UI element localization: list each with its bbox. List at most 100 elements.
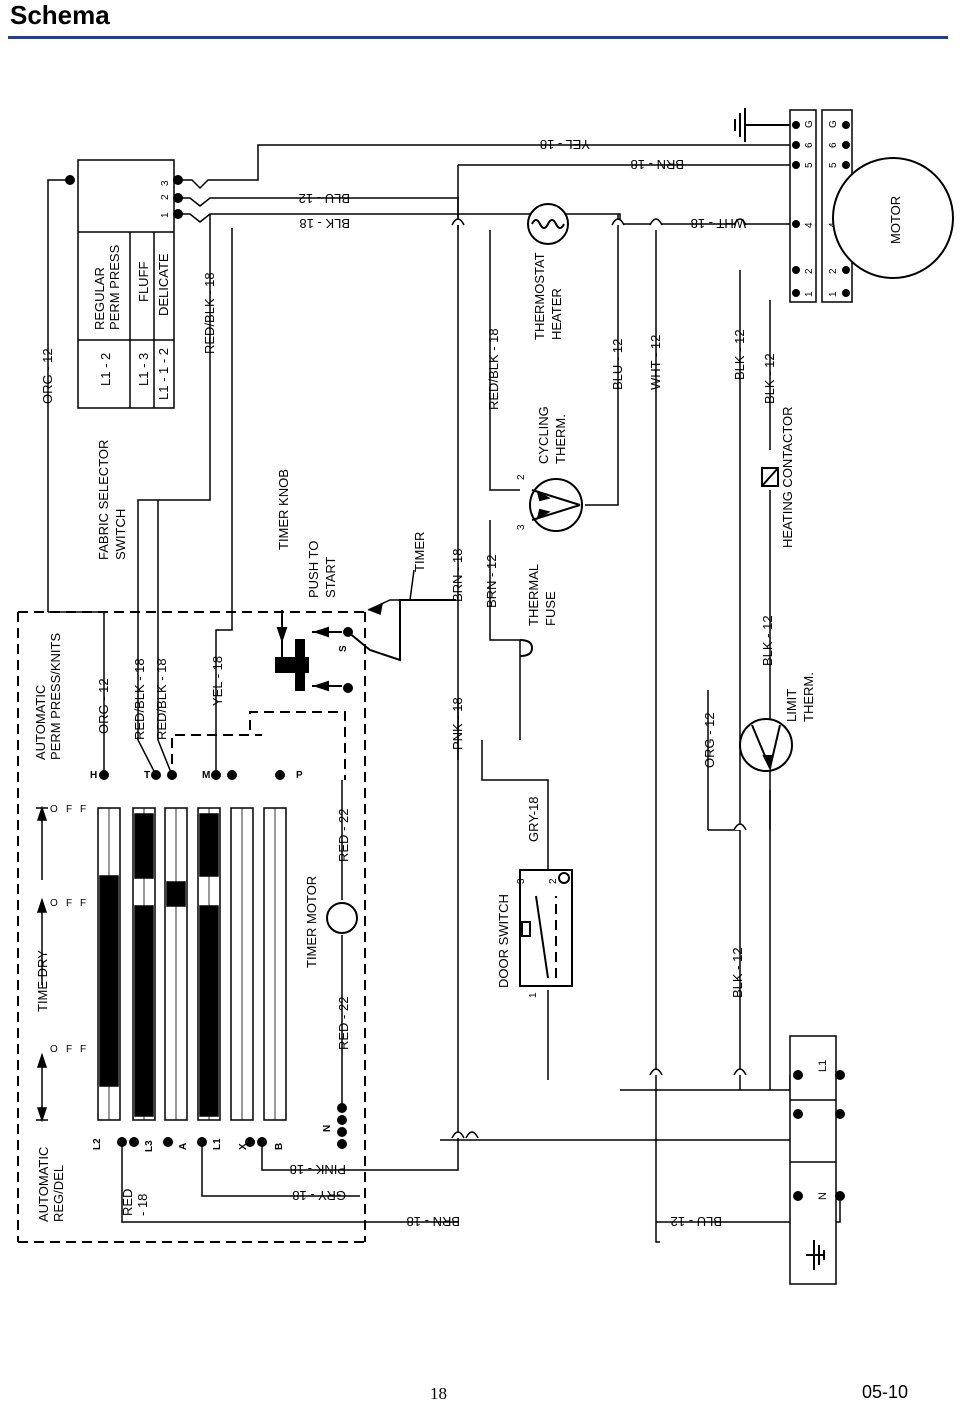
- svg-text:G: G: [804, 120, 815, 128]
- svg-text:T: T: [144, 770, 150, 781]
- wire-yel18: YEL - 18: [210, 656, 225, 706]
- heating-contactor-symbol: [761, 467, 779, 487]
- fabric-selector-terminals: 1 2 3: [160, 180, 171, 218]
- wire-org12-right: ORG - 12: [702, 712, 717, 768]
- svg-text:1: 1: [804, 291, 815, 297]
- wire-gry18-bottom: GRY - 18: [292, 1188, 346, 1203]
- crossovers: [451, 218, 747, 1139]
- wire-red-blk18-b: RED/BLK - 18: [154, 658, 169, 740]
- svg-text:2: 2: [160, 194, 171, 200]
- svg-text:P: P: [296, 770, 303, 781]
- svg-text:2: 2: [828, 268, 839, 274]
- door-switch-label: DOOR SWITCH: [496, 894, 511, 988]
- svg-text:6: 6: [828, 142, 839, 148]
- page-title: Schema: [10, 0, 110, 30]
- svg-text:F: F: [66, 1044, 72, 1055]
- svg-text:L1: L1: [212, 1138, 223, 1150]
- wire-blu12-mid: BLU - 12: [610, 339, 625, 390]
- wire-blk12-c: BLK - 12: [760, 615, 775, 666]
- wire-labels: ORG - 12 YEL - 18 BRN - 18 BLU - 12 BLK …: [40, 137, 777, 1229]
- wire-org12: ORG - 12: [40, 348, 55, 404]
- svg-text:6: 6: [804, 142, 815, 148]
- wire-org12-left: ORG - 12: [96, 678, 111, 734]
- auto-reg-label: AUTOMATICREG/DEL: [36, 1147, 66, 1222]
- svg-text:F: F: [80, 1044, 86, 1055]
- svg-text:DELICATE: DELICATE: [156, 253, 171, 316]
- ground-bottom-icon: [806, 1240, 825, 1270]
- page-number: 18: [430, 1384, 447, 1403]
- svg-text:L1 - 2: L1 - 2: [98, 353, 113, 386]
- svg-text:L3: L3: [144, 1140, 155, 1152]
- motor-terminal-labels: G 6 5 4 2 1 G 6 5 4 2 1: [804, 120, 839, 297]
- svg-text:2: 2: [804, 268, 815, 274]
- timer-cam-chart: [97, 807, 287, 1121]
- svg-text:O: O: [50, 804, 58, 815]
- wire-wht18: WHT - 18: [691, 216, 746, 231]
- fabric-selector-rows: L1 - 2 REGULARPERM PRESS L1 - 3 FLUFF L1…: [92, 244, 171, 400]
- svg-text:1: 1: [528, 992, 539, 998]
- document-code: 05-10: [862, 1382, 909, 1402]
- timer-terminals-top: H T M P: [90, 770, 303, 781]
- wire-yel18-top: YEL - 18: [540, 137, 590, 152]
- svg-text:5: 5: [804, 162, 815, 168]
- thermostat-heater-symbol: [527, 203, 569, 245]
- timer-knob-label: TIMER KNOB: [276, 469, 291, 550]
- timer-label: TIMER: [412, 532, 427, 572]
- svg-text:3: 3: [160, 180, 171, 186]
- ground-top-icon: [734, 108, 790, 142]
- svg-text:1: 1: [160, 212, 171, 218]
- wire-brn18-bottom: BRN - 18: [407, 1214, 460, 1229]
- svg-text:L1 - 3: L1 - 3: [136, 353, 151, 386]
- wire-blk18-top: BLK - 18: [299, 216, 350, 231]
- svg-text:L1 - 1 - 2: L1 - 1 - 2: [156, 348, 171, 400]
- wire-red22-b: RED - 22: [336, 997, 351, 1050]
- svg-text:FLUFF: FLUFF: [136, 262, 151, 303]
- wire-blk12-d: BLK - 12: [730, 947, 745, 998]
- wire-gry18: GRY-18: [526, 796, 541, 842]
- wire-pnk18: PNK - 18: [450, 697, 465, 750]
- svg-text:F: F: [80, 804, 86, 815]
- door-switch-symbol: [519, 869, 573, 987]
- svg-text:L2: L2: [92, 1138, 103, 1150]
- svg-text:F: F: [66, 898, 72, 909]
- svg-text:4: 4: [804, 222, 815, 228]
- svg-text:X: X: [238, 1143, 249, 1150]
- svg-text:REGULARPERM PRESS: REGULARPERM PRESS: [92, 244, 122, 330]
- timer-motor-label: TIMER MOTOR: [304, 876, 319, 968]
- wire-blu12-bottom: BLU - 12: [671, 1214, 722, 1229]
- svg-text:N: N: [322, 1125, 333, 1132]
- svg-text:5: 5: [828, 162, 839, 168]
- wire-brn12: BRN - 12: [484, 555, 499, 608]
- svg-text:1: 1: [828, 291, 839, 297]
- svg-text:B: B: [274, 1143, 285, 1150]
- title-rule: [8, 36, 948, 39]
- motor-symbol: [832, 157, 954, 279]
- motor-terminal-dots: [792, 121, 850, 297]
- motor-label: MOTOR: [888, 196, 903, 244]
- timer-motor-symbol: [326, 902, 358, 934]
- wire-blk12-a: BLK - 12: [732, 329, 747, 380]
- timer-knob-symbol: [275, 599, 456, 693]
- limit-therm-symbol: [739, 718, 793, 772]
- wire-red22-a: RED - 22: [336, 809, 351, 862]
- time-dry-label: TIME DRY: [35, 950, 50, 1012]
- heating-contactor-label: HEATING CONTACTOR: [780, 406, 795, 548]
- wire-red-blk18-a: RED/BLK - 18: [132, 658, 147, 740]
- thermal-fuse-symbol: [519, 639, 534, 657]
- wire-blk12-b: BLK - 12: [762, 353, 777, 404]
- supply-dots: [793, 1070, 845, 1201]
- svg-text:F: F: [66, 804, 72, 815]
- svg-text:G: G: [828, 120, 839, 128]
- wire-red-blk18-top: RED/BLK - 18: [202, 272, 217, 354]
- svg-text:3: 3: [516, 878, 527, 884]
- cycling-term-2: 2: [516, 474, 527, 480]
- s-contact-label: S: [338, 645, 349, 652]
- wire-brn18-mid: BRN - 18: [450, 549, 465, 602]
- timer-arrow: [367, 569, 415, 616]
